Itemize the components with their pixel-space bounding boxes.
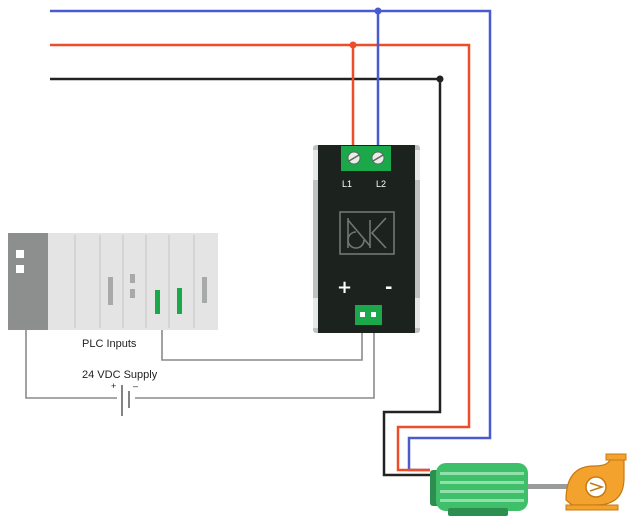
black-wire [50, 77, 442, 477]
black-junction-dot [436, 75, 444, 83]
blue-junction-dot [374, 7, 382, 15]
plc-slot-indicator [130, 274, 135, 283]
red-wire [50, 43, 471, 472]
plc-inputs-label: PLC Inputs [82, 338, 137, 350]
plc-cpu-module [8, 233, 48, 330]
power-supply-module: L1 L2 + - [313, 145, 420, 333]
red-junction-dot [349, 41, 357, 49]
screw-icon [371, 151, 385, 165]
plc-slot-indicator [202, 277, 207, 303]
pump-icon [565, 453, 627, 511]
plc-input-wire [161, 314, 363, 361]
supply-loop-wire [25, 330, 122, 399]
battery-icon [117, 385, 135, 416]
plc-slot-indicator [130, 289, 135, 298]
plc-rack [8, 233, 218, 330]
nk-logo-icon [339, 211, 395, 255]
plc-led [16, 250, 24, 258]
signal-wiring [25, 314, 375, 399]
supply-label: 24 VDC Supply [82, 369, 158, 381]
plc-input-terminal [177, 288, 182, 314]
three-phase-lines [50, 7, 492, 477]
plc-input-terminal [155, 290, 160, 314]
motor-icon [430, 463, 572, 516]
plc-led [16, 265, 24, 273]
terminal-l1-label: L1 [342, 179, 352, 189]
output-minus-label: - [385, 277, 392, 298]
supply-plus-label: + [111, 381, 116, 391]
supply-minus-label: – [133, 381, 138, 391]
plc-slot-indicator [108, 277, 113, 305]
supply-return-wire [130, 322, 375, 399]
output-plus-label: + [337, 277, 352, 298]
screw-icon [347, 151, 361, 165]
terminal-l2-label: L2 [376, 179, 386, 189]
output-terminal-block [355, 305, 382, 325]
